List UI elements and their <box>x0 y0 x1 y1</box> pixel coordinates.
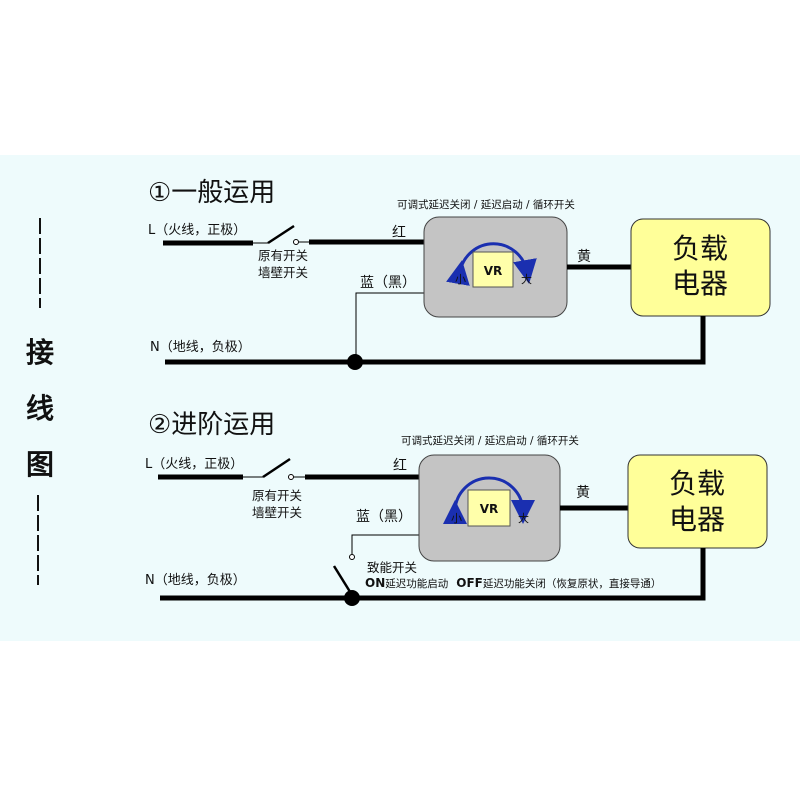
blue-wire-label: 蓝（黑） <box>360 275 416 291</box>
on-label: ON <box>365 576 385 590</box>
min-label: 小 <box>455 273 466 286</box>
vr-knob <box>472 251 514 288</box>
junction-dot <box>347 354 363 370</box>
side-title: 接 线 图 <box>26 218 54 585</box>
switch-contact <box>293 239 299 245</box>
wall-switch-blade <box>262 457 291 479</box>
side-title-char: 接 <box>26 336 54 369</box>
enable-switch-label: 致能开关 <box>367 560 417 575</box>
switch-label: 原有开关 <box>258 248 308 263</box>
max-label: 大 <box>521 272 532 286</box>
wall-switch-blade <box>267 224 295 245</box>
vr-label: VR <box>484 264 503 278</box>
enable-switch-contact <box>349 554 355 560</box>
enable-switch-blade[interactable] <box>332 565 354 596</box>
switch-label: 墙壁开关 <box>252 505 302 520</box>
load-label: 电器 <box>669 503 725 536</box>
on-off-description: ON延迟功能启动 OFF延迟功能关闭（恢复原状，直接导通） <box>365 576 661 590</box>
controller-caption: 可调式延迟关闭 / 延迟启动 / 循环开关 <box>401 434 579 447</box>
load-label: 负载 <box>669 467 725 500</box>
max-label: 大 <box>518 511 529 525</box>
diagram-advanced: ②进阶运用 可调式延迟关闭 / 延迟启动 / 循环开关 L（火线，正极） 原有开… <box>145 410 768 606</box>
live-wire-label: L（火线，正极） <box>145 457 243 472</box>
yellow-wire-label: 黄 <box>577 248 591 265</box>
yellow-wire-label: 黄 <box>576 484 590 501</box>
off-desc: 延迟功能关闭（恢复原状，直接导通） <box>483 577 662 590</box>
side-title-char: 图 <box>26 448 54 481</box>
blue-wire-label: 蓝（黑） <box>356 509 412 525</box>
vr-label: VR <box>480 502 499 516</box>
diagram-basic: ①一般运用 可调式延迟关闭 / 延迟启动 / 循环开关 L（火线，正极） 原有开… <box>148 178 771 370</box>
neutral-wire-label: N（地线，负极） <box>150 340 251 355</box>
diagram-title: ①一般运用 <box>148 178 275 208</box>
vr-knob <box>467 489 511 527</box>
controller-caption: 可调式延迟关闭 / 延迟启动 / 循环开关 <box>397 198 575 211</box>
on-desc: 延迟功能启动 <box>385 577 448 590</box>
neutral-wire <box>160 548 706 601</box>
switch-label: 原有开关 <box>252 488 302 503</box>
diagram-title: ②进阶运用 <box>148 410 275 440</box>
red-wire-label: 红 <box>392 225 406 241</box>
switch-label: 墙壁开关 <box>258 265 308 280</box>
adjust-arc-icon <box>442 476 535 525</box>
neutral-wire <box>165 316 706 365</box>
load-label: 电器 <box>672 267 728 300</box>
live-wire-label: L（火线，正极） <box>148 223 246 238</box>
blue-wire <box>355 292 424 362</box>
neutral-wire-label: N（地线，负极） <box>145 573 246 588</box>
red-wire-label: 红 <box>393 458 407 474</box>
load-appliance <box>627 454 768 549</box>
off-label: OFF <box>456 576 483 590</box>
load-label: 负载 <box>672 232 728 265</box>
adjust-arc-icon <box>446 242 537 286</box>
min-label: 小 <box>451 512 462 525</box>
switch-contact <box>288 474 294 480</box>
junction-dot <box>344 590 360 606</box>
side-title-char: 线 <box>26 392 54 425</box>
blue-wire <box>351 534 419 554</box>
